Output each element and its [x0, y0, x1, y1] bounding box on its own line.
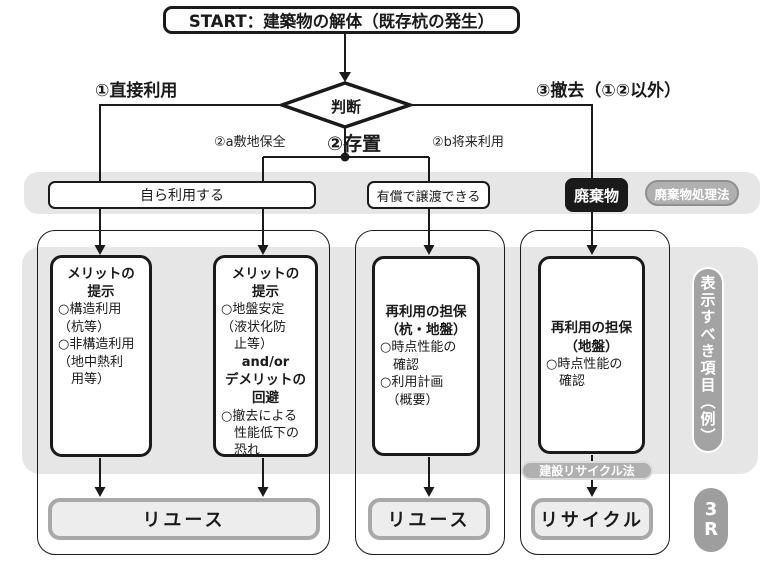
merit1-box: メリットの 提示 ○構造利用 （杭等） ○非構造利用 （地中熱利 用等） [50, 255, 152, 457]
guarantee-pile-body: ○時点性能の 確認 ○利用計画 （概要） [380, 340, 457, 408]
guarantee-ground-title: 再利用の担保 （地盤） [551, 320, 632, 355]
waste-node: 廃棄物 [565, 178, 628, 212]
guarantee-ground-body: ○時点性能の 確認 [546, 356, 623, 390]
outcome-recycle: リサイクル [531, 498, 653, 540]
merit2-body1: ○地盤安定 （液状化防 止等） [221, 302, 287, 353]
group-preservation [355, 230, 505, 555]
three-r-label: 3 R [704, 499, 718, 540]
paid-transfer-label: 有償で譲渡できる [376, 189, 481, 205]
display-items-label: 表示すべき項目（例） [698, 275, 717, 445]
self-use-label: 自ら利用する [140, 188, 224, 204]
group-direct-use [37, 230, 330, 555]
guarantee-pile-box: 再利用の担保 （杭・地盤） ○時点性能の 確認 ○利用計画 （概要） [372, 256, 480, 456]
self-use-node: 自ら利用する [48, 181, 316, 209]
outcome-reuse2: リユース [368, 498, 490, 540]
recycle-law-label: 建設リサイクル法 [539, 464, 635, 478]
decision-diamond [276, 81, 416, 129]
waste-law-badge: 廃棄物処理法 [645, 180, 739, 206]
merit2-title2: デメリットの 回避 [225, 372, 306, 407]
merit2-connector: and/or [241, 354, 290, 370]
junction-dot [340, 152, 350, 162]
merit2-title: メリットの 提示 [231, 266, 300, 301]
decision-label: 判断 [330, 98, 361, 116]
recycle-law-badge: 建設リサイクル法 [521, 461, 653, 480]
branch2a-label: ②a敷地保全 [214, 135, 286, 150]
waste-law-label: 廃棄物処理法 [654, 186, 730, 202]
paid-transfer-node: 有償で譲渡できる [367, 181, 490, 209]
guarantee-ground-box: 再利用の担保 （地盤） ○時点性能の 確認 [538, 256, 645, 454]
branch2b-label: ②b将来利用 [432, 135, 504, 150]
guarantee-pile-title: 再利用の担保 （杭・地盤） [385, 303, 467, 339]
branch3-label: ③撤去（①②以外） [536, 81, 682, 101]
outcome-reuse1-label: リユース [142, 510, 226, 531]
group-removal [520, 230, 670, 555]
outcome-reuse1: リユース [48, 498, 320, 540]
merit1-body: ○構造利用 （杭等） ○非構造利用 （地中熱利 用等） [58, 302, 135, 388]
outcome-recycle-label: リサイクル [539, 510, 645, 531]
merit2-box: メリットの 提示 ○地盤安定 （液状化防 止等） and/or デメリットの 回… [213, 255, 318, 459]
three-r-badge: 3 R [694, 488, 728, 552]
branch1-label: ①直接利用 [95, 81, 178, 101]
outcome-reuse2-label: リユース [387, 510, 471, 531]
arrowheads [94, 72, 598, 497]
merit1-title: メリットの 提示 [67, 266, 135, 301]
waste-label: 廃棄物 [573, 186, 619, 205]
display-items-pill: 表示すべき項目（例） [692, 267, 724, 453]
branch2-label: ②存置 [327, 133, 382, 155]
start-node: START：建築物の解体（既存杭の発生） [163, 6, 520, 34]
start-label: START：建築物の解体（既存杭の発生） [188, 12, 495, 31]
merit2-body2: ○撤去による 性能低下の 恐れ [221, 408, 300, 459]
